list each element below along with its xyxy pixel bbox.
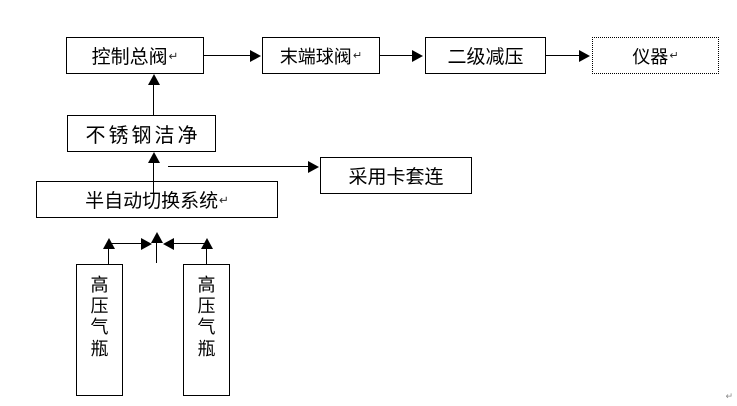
node-control-main-valve-label: 控制总阀 <box>91 46 168 68</box>
node-ferrule-connection[interactable]: 采用卡套连 <box>320 157 472 194</box>
edge-stainless-to-control-arrowhead <box>148 74 160 85</box>
edge-cylinder-left-up-arrowhead <box>103 238 115 249</box>
edge-manifold-to-switching-line <box>156 243 157 263</box>
node-semi-auto-switching-system[interactable]: 半自动切换系统↵ <box>36 181 278 218</box>
node-secondary-pressure-reduction[interactable]: 二级减压 <box>425 37 546 74</box>
edge-manifold-left-in-arrowhead <box>141 238 152 250</box>
node-control-main-valve[interactable]: 控制总阀↵ <box>66 37 204 74</box>
edge-switching-to-ferrule-line <box>168 166 310 167</box>
edge-control-to-terminal-arrowhead <box>250 50 261 62</box>
node-secondary-pressure-reduction-label: 二级减压 <box>447 46 524 68</box>
node-semi-auto-switching-system-label: 半自动切换系统 <box>85 190 219 212</box>
edge-cylinder-right-up-line <box>206 248 207 268</box>
pilcrow-mark: ↵ <box>168 48 179 63</box>
node-terminal-ball-valve[interactable]: 末端球阀↵ <box>262 37 380 74</box>
edge-secondary-to-instrument-line <box>546 55 582 56</box>
node-instrument[interactable]: 仪器↵ <box>592 37 719 74</box>
node-stainless-steel-clean[interactable]: 不锈钢洁净 <box>67 115 216 152</box>
edge-cylinder-left-up-line <box>108 248 109 268</box>
node-high-pressure-cylinder-left[interactable]: 高压气瓶 <box>76 264 123 396</box>
pilcrow-mark: ↵ <box>219 192 229 207</box>
edge-stainless-to-control-line <box>153 85 154 115</box>
edge-switching-to-stainless-line <box>153 163 154 193</box>
corner-pilcrow-mark: ↵ <box>725 392 733 402</box>
clipped-header-text: 图表：某气体供应与减压系统流程示意图 <box>2 0 402 4</box>
node-ferrule-connection-label: 采用卡套连 <box>348 166 444 188</box>
node-stainless-steel-clean-label: 不锈钢洁净 <box>85 123 201 147</box>
edge-secondary-to-instrument-arrowhead <box>579 50 590 62</box>
edge-terminal-to-secondary-line <box>380 55 414 56</box>
edge-manifold-right-in-arrowhead <box>163 238 174 250</box>
edge-switching-to-stainless-arrowhead <box>148 152 160 163</box>
node-terminal-ball-valve-label: 末端球阀 <box>279 46 352 68</box>
edge-manifold-left-in-line <box>108 243 144 244</box>
edge-control-to-terminal-line <box>204 55 252 56</box>
edge-terminal-to-secondary-arrowhead <box>412 50 423 62</box>
pilcrow-mark: ↵ <box>669 49 679 62</box>
edge-switching-to-ferrule-arrowhead <box>308 161 319 173</box>
pilcrow-mark: ↵ <box>352 49 363 62</box>
edge-manifold-to-switching-arrowhead <box>151 232 163 243</box>
edge-cylinder-right-up-arrowhead <box>201 238 213 249</box>
node-instrument-label: 仪器 <box>632 46 669 68</box>
node-high-pressure-cylinder-right-label: 高压气瓶 <box>197 275 216 360</box>
node-high-pressure-cylinder-right[interactable]: 高压气瓶 <box>183 264 230 396</box>
edge-manifold-right-in-line <box>172 243 206 244</box>
node-high-pressure-cylinder-left-label: 高压气瓶 <box>90 275 109 360</box>
